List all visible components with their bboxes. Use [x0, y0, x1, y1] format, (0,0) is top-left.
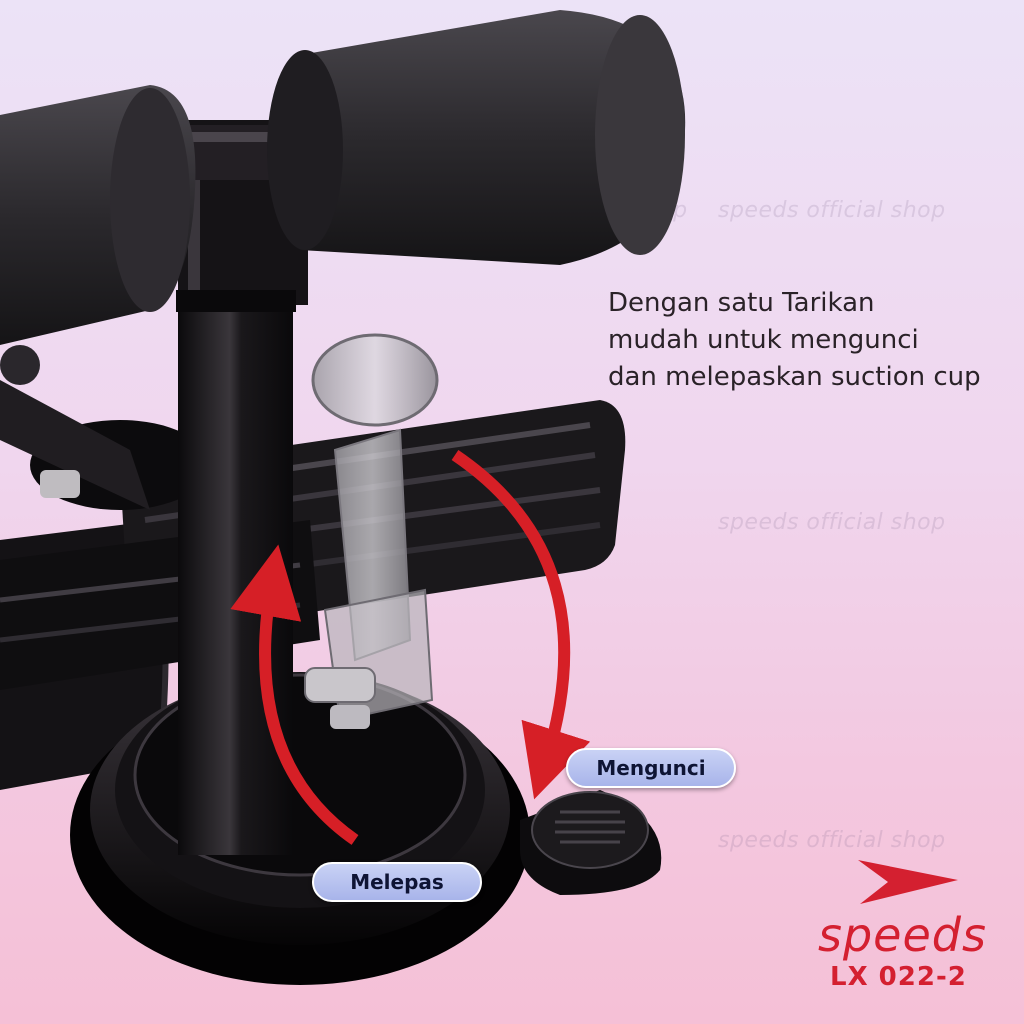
brand-name: speeds: [818, 908, 987, 962]
caption-line: Dengan satu Tarikan: [608, 288, 875, 318]
left-linkage: [0, 345, 150, 510]
model-number: LX 022-2: [830, 962, 967, 992]
release-label: Melepas: [312, 862, 482, 902]
upper-foam-roller-left: [0, 85, 196, 345]
clear-lever: [304, 333, 439, 729]
upper-foam-roller-right: [267, 10, 686, 265]
watermark: speeds official shop: [718, 510, 946, 535]
lock-tab: [520, 790, 662, 895]
lock-label: Mengunci: [566, 748, 736, 788]
caption-line: dan melepaskan suction cup: [608, 362, 981, 392]
watermark: speeds official shop: [718, 828, 946, 853]
brand-logo-icon: [858, 860, 958, 904]
lock-arrow: [451, 450, 591, 800]
feature-caption: Dengan satu Tarikan mudah untuk mengunci…: [608, 285, 1008, 396]
caption-line: mudah untuk mengunci: [608, 325, 919, 355]
watermark: speeds official shop: [718, 198, 946, 223]
release-arrow: [230, 544, 359, 845]
